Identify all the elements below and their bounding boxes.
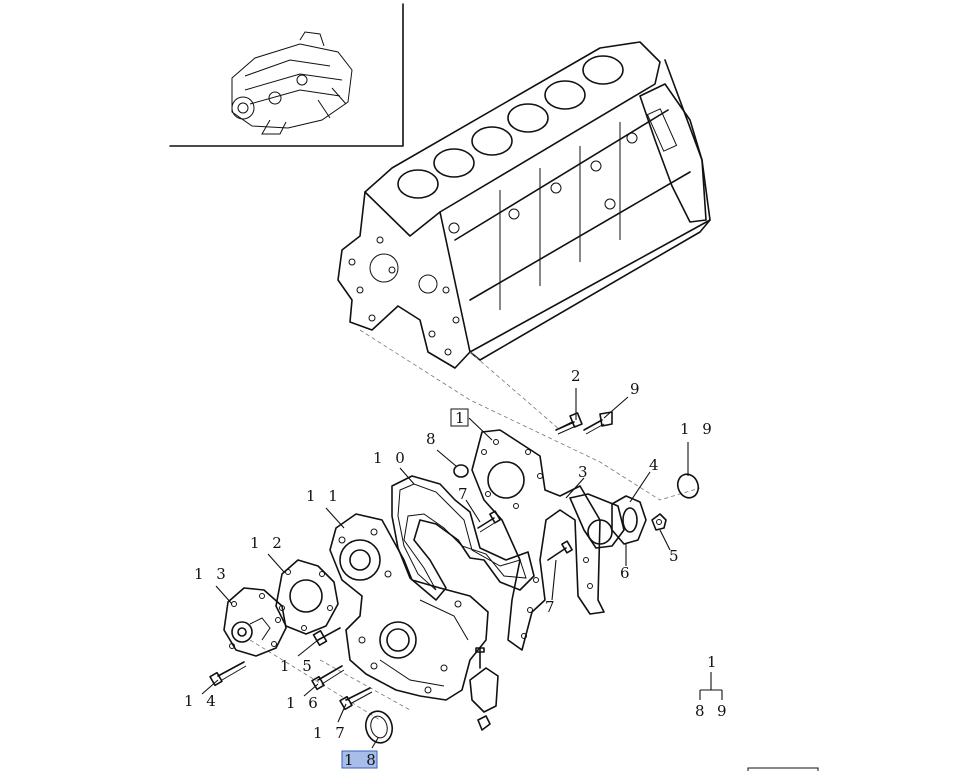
callout-11[interactable]: 1 1 (306, 487, 342, 505)
part-13-water-pump[interactable] (223, 587, 287, 657)
callout-8[interactable]: 8 (426, 430, 440, 448)
callout-7-upper[interactable]: 7 (458, 485, 472, 503)
callout-3[interactable]: 3 (578, 463, 592, 481)
callout-19[interactable]: 1 9 (680, 420, 716, 438)
part-12-pump-gasket[interactable] (275, 559, 339, 635)
part-10-gasket[interactable] (391, 475, 535, 601)
kit-legend-parent[interactable]: 1 (707, 653, 721, 671)
callout-1-boxed[interactable]: 1 (450, 408, 469, 427)
callout-18-selected[interactable]: 1 8 (341, 750, 380, 769)
callout-12[interactable]: 1 2 (250, 534, 286, 552)
callout-7-lower[interactable]: 7 (545, 598, 559, 616)
bracket-stud[interactable] (469, 647, 499, 731)
part-14-bolt[interactable] (209, 661, 247, 687)
part-15-stud[interactable] (312, 627, 341, 646)
part-2-bolt[interactable] (555, 412, 583, 435)
part-11-timing-cover[interactable] (329, 513, 489, 701)
callout-6[interactable]: 6 (620, 564, 634, 582)
part-4-seal[interactable] (611, 495, 647, 545)
leader-lines (201, 388, 689, 749)
callout-14[interactable]: 1 4 (184, 692, 220, 710)
part-19-o-ring[interactable] (674, 471, 701, 500)
callout-9[interactable]: 9 (630, 380, 644, 398)
kit-legend-child-8[interactable]: 8 (695, 702, 709, 720)
cylinder-block[interactable] (337, 41, 711, 369)
callout-10[interactable]: 1 0 (373, 449, 409, 467)
part-16-bolt[interactable] (311, 665, 345, 691)
part-7-bolt-upper[interactable] (477, 510, 501, 533)
callout-13[interactable]: 1 3 (194, 565, 230, 583)
callout-16[interactable]: 1 6 (286, 694, 322, 712)
page-frame-edge (747, 767, 819, 771)
part-7-bolt-lower[interactable] (547, 540, 573, 561)
part-17-bolt[interactable] (339, 687, 373, 711)
svg-text:1 8: 1 8 (344, 751, 380, 769)
callout-15[interactable]: 1 5 (280, 657, 316, 675)
callout-17[interactable]: 1 7 (313, 724, 349, 742)
callout-4[interactable]: 4 (649, 456, 663, 474)
part-18-oil-seal[interactable] (362, 708, 395, 746)
kit-legend: 1 8 9 (695, 653, 731, 720)
svg-text:1: 1 (455, 409, 469, 427)
engine-overview-inset (169, 3, 404, 147)
part-9-bolt[interactable] (583, 411, 613, 435)
callout-2[interactable]: 2 (571, 367, 585, 385)
part-8-plug[interactable] (453, 464, 469, 478)
part-5-nut[interactable] (651, 513, 667, 531)
callout-5[interactable]: 5 (669, 547, 683, 565)
kit-legend-child-9[interactable]: 9 (717, 702, 731, 720)
